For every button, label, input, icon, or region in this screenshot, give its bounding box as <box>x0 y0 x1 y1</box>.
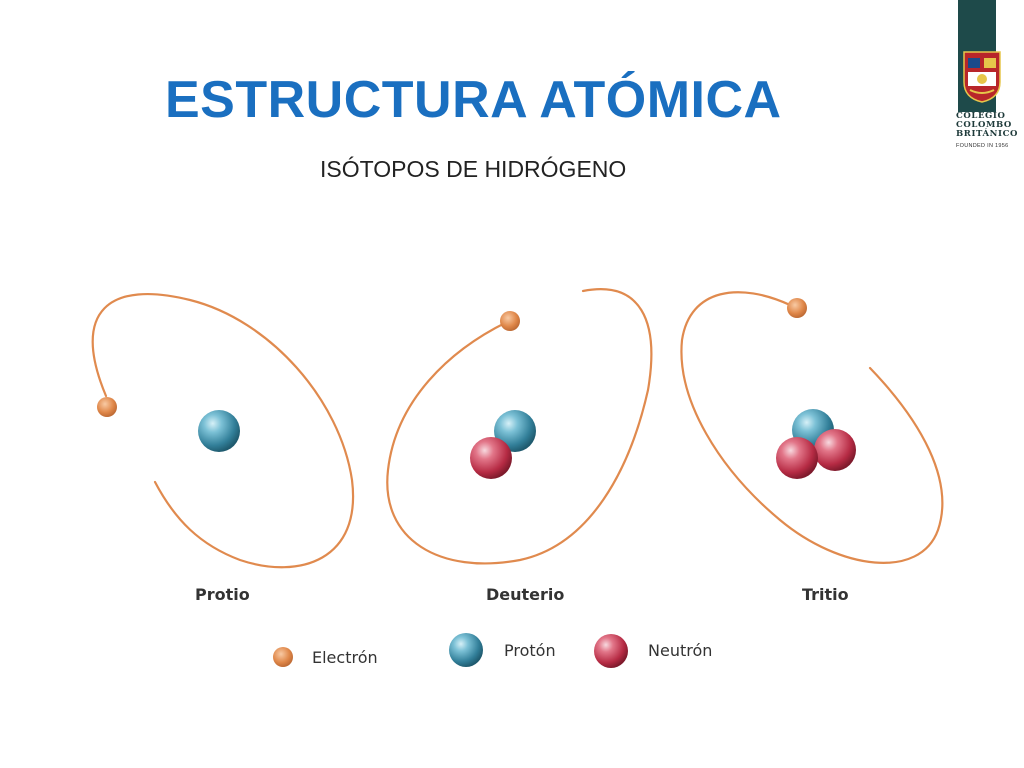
orbit-deuterio <box>386 288 653 565</box>
school-crest-logo <box>963 51 1001 103</box>
isotope-label-tritio: Tritio <box>802 585 849 604</box>
legend-electron-marker <box>273 647 293 667</box>
school-name-line: COLOMBO <box>956 120 1012 130</box>
school-name-line: BRITÁNICO <box>956 129 1018 139</box>
school-name-line: COLEGIO <box>956 111 1006 121</box>
neutron <box>776 437 818 479</box>
slide-subtitle: ISÓTOPOS DE HIDRÓGENO <box>320 156 627 182</box>
school-founded: FOUNDED IN 1956 <box>956 143 1009 149</box>
legend-proton-marker <box>449 633 483 667</box>
proton <box>198 410 240 452</box>
isotope-label-deuterio: Deuterio <box>486 585 565 604</box>
electron <box>97 397 117 417</box>
legend-neutron-label: Neutrón <box>648 641 713 660</box>
isotope-label-protio: Protio <box>195 585 250 604</box>
orbit-protio <box>91 292 355 569</box>
electron <box>500 311 520 331</box>
neutron <box>814 429 856 471</box>
legend-neutron-marker <box>594 634 628 668</box>
school-name: COLEGIO COLOMBO BRITÁNICO <box>956 112 1018 139</box>
neutron <box>470 437 512 479</box>
legend-electron-label: Electrón <box>312 648 378 667</box>
legend-proton-label: Protón <box>504 641 556 660</box>
slide-title: ESTRUCTURA ATÓMICA <box>165 71 782 129</box>
proton <box>494 410 536 452</box>
orbit-tritio <box>680 291 944 564</box>
electron <box>787 298 807 318</box>
